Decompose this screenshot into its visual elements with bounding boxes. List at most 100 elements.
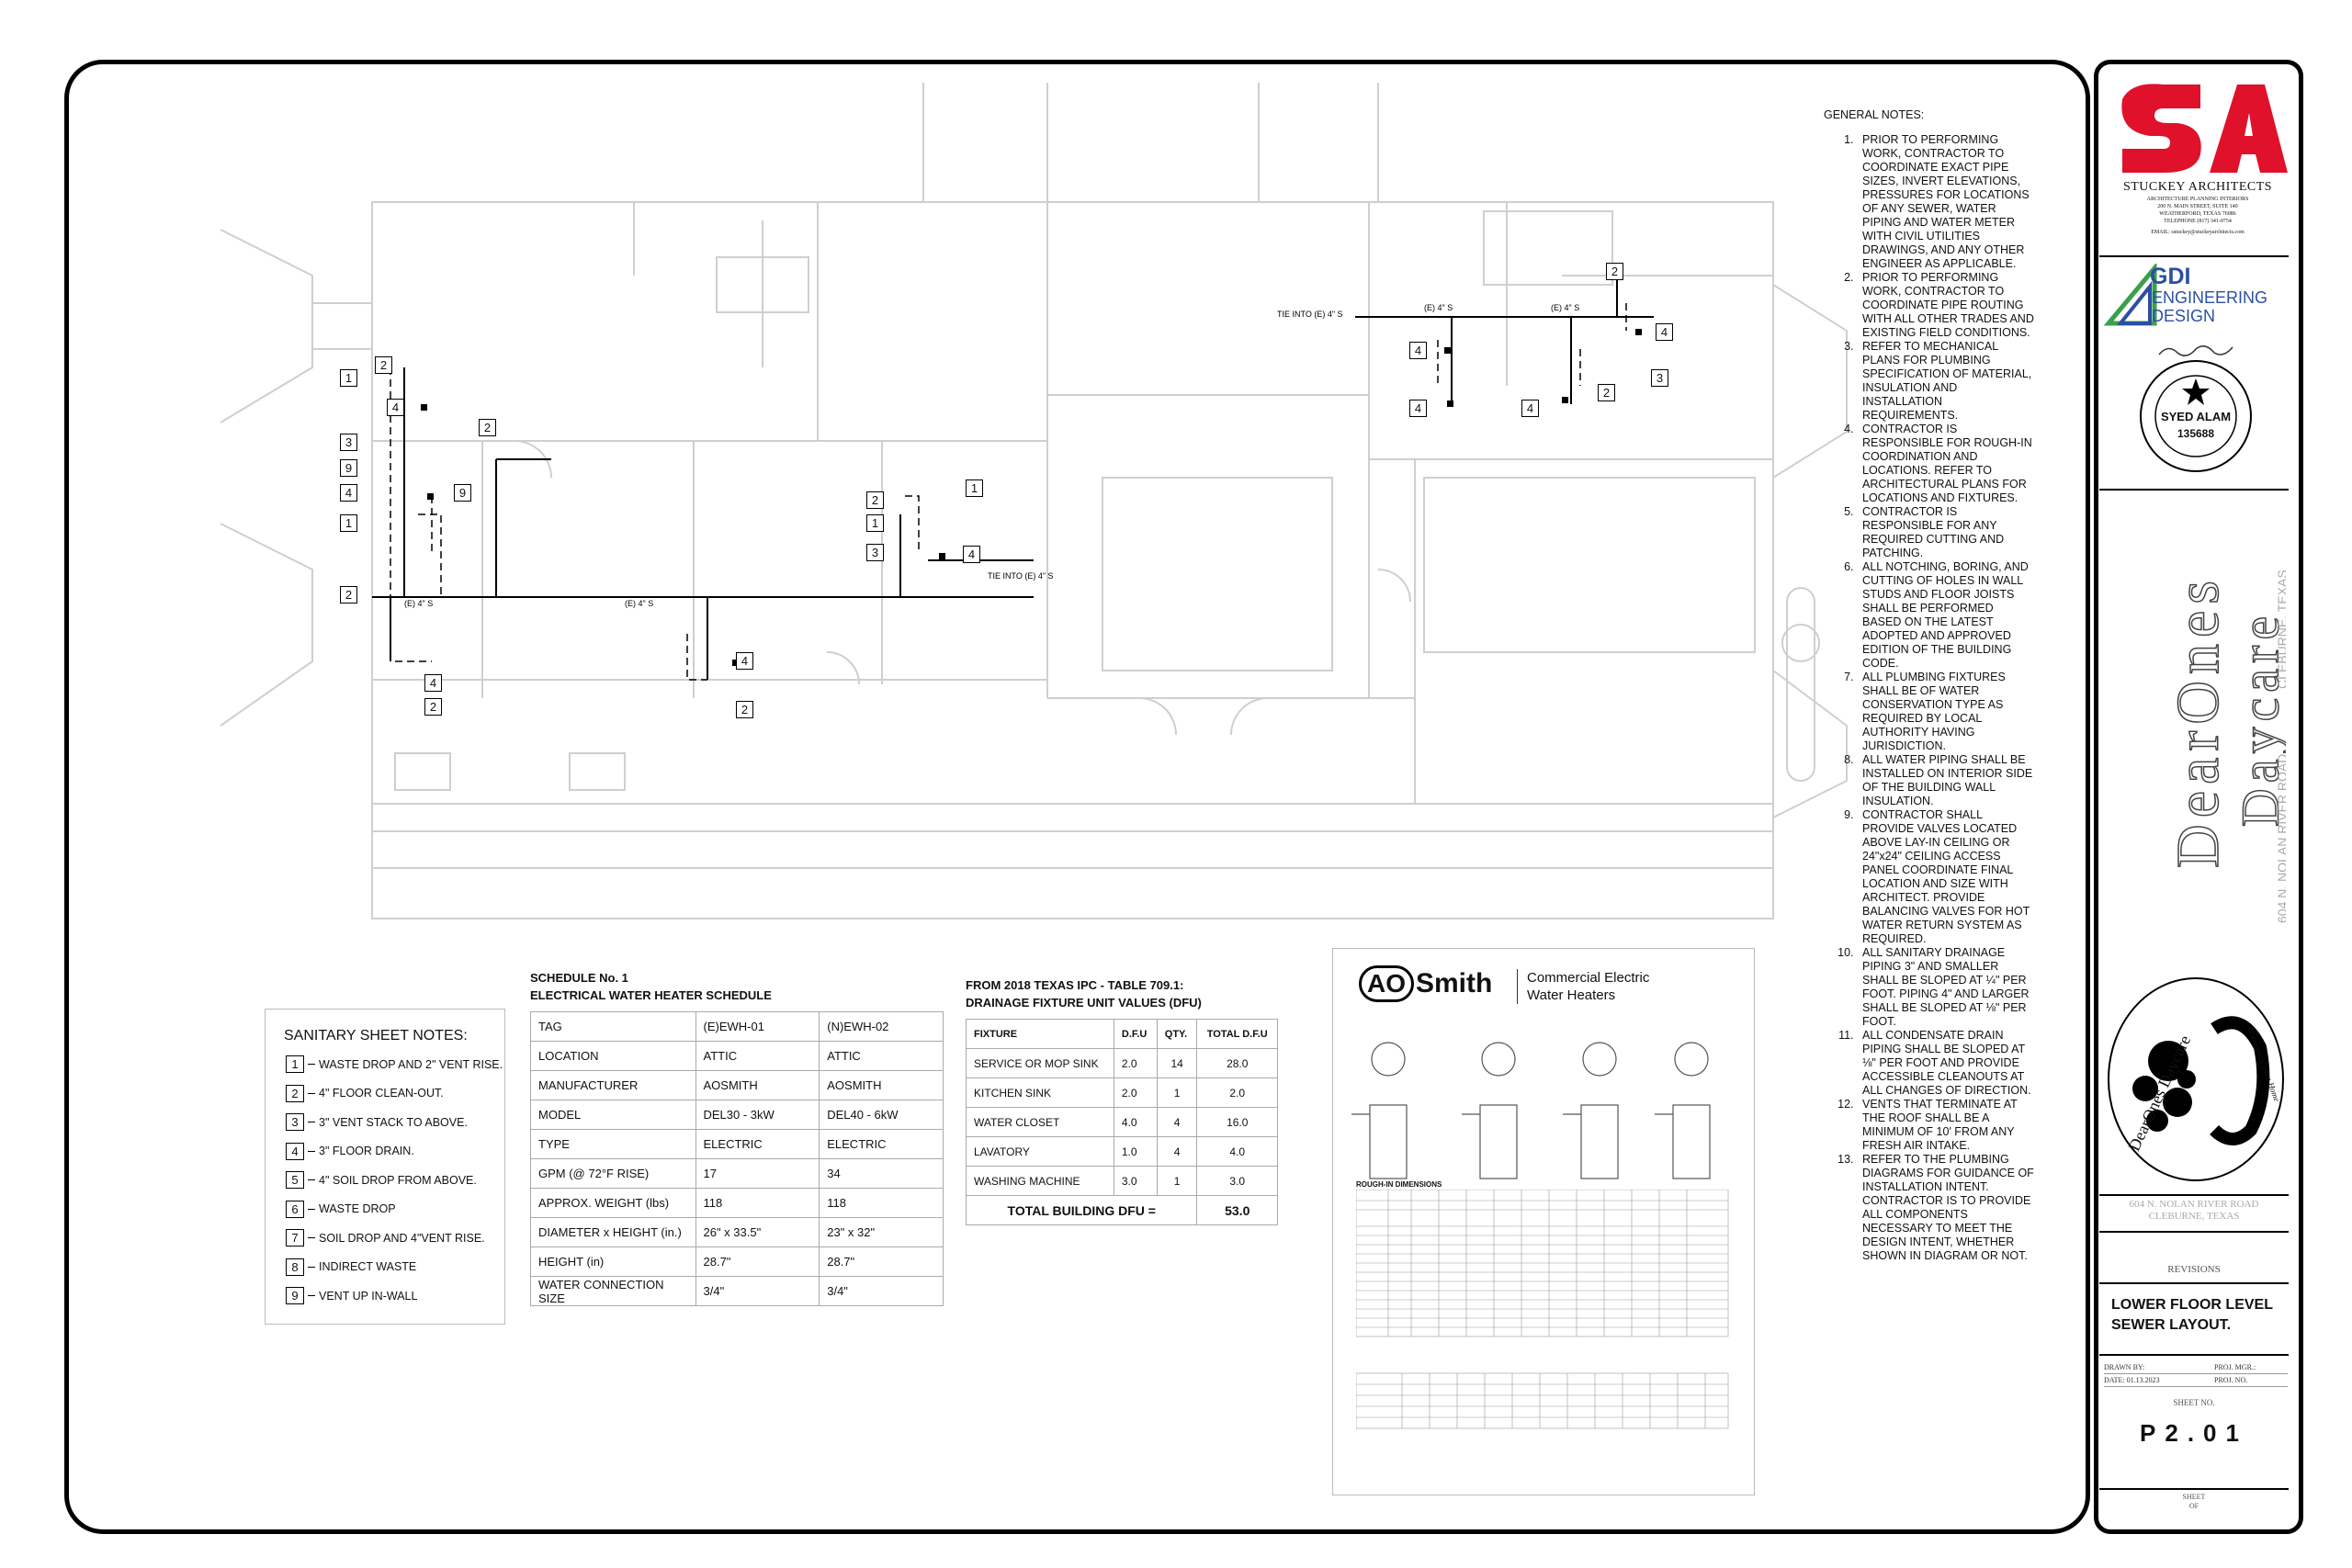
sheet-title: LOWER FLOOR LEVEL SEWER LAYOUT. [2111,1295,2273,1336]
pipe-label: (E) 4" S [625,599,654,608]
tb-divider [2099,1282,2289,1284]
revisions-label: REVISIONS [2167,1264,2221,1275]
firm-email: EMAIL: sstuckey@stuckeyarchitects.com [2151,230,2245,235]
general-note-item: VENTS THAT TERMINATE AT THE ROOF SHALL B… [1857,1098,2035,1153]
proj-no-label: PROJ. NO. [2214,1376,2248,1384]
leader-line [308,1064,315,1066]
table-cell: 3.0 [1196,1166,1278,1196]
tag-1: 1 [340,369,357,387]
general-note-item: ALL NOTCHING, BORING, AND CUTTING OF HOL… [1857,560,2035,671]
gdi-engineering: ENGINEERING [2152,288,2268,307]
tag-2: 2 [866,491,884,509]
leader-line [308,1092,315,1094]
smith-mark: Smith [1416,968,1493,998]
note-number-box: 5 [286,1171,304,1190]
note-text: SOIL DROP AND 4"VENT RISE. [319,1231,485,1245]
table-cell: DIAMETER x HEIGHT (in.) [530,1217,696,1247]
table-row: TAG(E)EWH-01(N)EWH-02 [530,1011,944,1042]
tag-3: 3 [1651,369,1668,387]
drawing-info: DRAWN BY: PROJ. MGR.: DATE: 01.13.2023 P… [2104,1361,2288,1387]
table-cell: 3.0 [1113,1166,1158,1196]
table-cell: DEL40 - 6kW [819,1100,944,1130]
signature-icon [2158,345,2233,356]
table-cell: GPM (@ 72°F RISE) [530,1158,696,1189]
table-cell: 3/4" [695,1276,820,1306]
tag-2: 2 [736,701,753,718]
project-name-line1: DearOnes [2164,573,2233,868]
leader-line [308,1179,315,1181]
tag-2: 2 [424,698,442,716]
tag-4: 4 [387,399,404,416]
address-box: 604 N. NOLAN RIVER ROAD CLEBURNE, TEXAS [2099,1199,2289,1223]
table-cell: 2.0 [1196,1077,1278,1108]
general-note-item: ALL PLUMBING FIXTURES SHALL BE OF WATER … [1857,671,2035,753]
table-cell: 2.0 [1113,1048,1158,1078]
general-note-item: ALL WATER PIPING SHALL BE INSTALLED ON I… [1857,753,2035,808]
leader-line [308,1237,315,1239]
tag-4: 4 [424,674,442,692]
tb-divider [2099,1194,2289,1196]
tag-4: 4 [736,652,753,670]
table-cell: 1 [1156,1077,1198,1108]
table-cell: LAVATORY [966,1136,1114,1167]
note-text: INDIRECT WASTE [319,1260,417,1274]
note-text: 4" FLOOR CLEAN-OUT. [319,1087,444,1100]
table-cell: ELECTRIC [819,1129,944,1159]
spec-tables [1356,1190,1729,1429]
table-cell: 17 [695,1158,820,1189]
total-value: 53.0 [1196,1195,1278,1225]
general-note-item: CONTRACTOR IS RESPONSIBLE FOR ROUGH-IN C… [1857,423,2035,505]
gdi-logo: GDI ENGINEERING DESIGN [2104,262,2292,331]
table-cell: HEIGHT (in) [530,1247,696,1277]
firm-city: WEATHERFORD, TEXAS 76086 [2159,211,2236,217]
table-cell: AOSMITH [695,1070,820,1100]
note-number-box: 8 [286,1258,304,1276]
note-text: 3" FLOOR DRAIN. [319,1145,414,1158]
tag-1: 1 [866,514,884,532]
daycare-logo: DearOnes Daycare Home away from Home [2104,974,2288,1185]
pe-seal: SYED ALAM 135688 [2136,342,2256,479]
table-cell: WATER CONNECTION SIZE [530,1276,696,1306]
spec-product-line1: Commercial Electric [1527,970,1650,986]
pipe-label: (E) 4" S [1551,303,1580,312]
tb-divider [2099,1231,2289,1233]
of-label: OF [2188,1502,2199,1510]
general-notes: GENERAL NOTES: PRIOR TO PERFORMING WORK,… [1824,108,2035,1263]
firm-address: 200 N. MAIN STREET, SUITE 140 [2157,204,2238,209]
sheet-of-label: SHEET [2182,1493,2206,1501]
note-number-box: 6 [286,1200,304,1218]
leader-line [308,1266,315,1268]
general-notes-list: PRIOR TO PERFORMING WORK, CONTRACTOR TO … [1824,133,2035,1263]
tag-3: 3 [340,434,357,451]
firm-sub: ARCHITECTURE PLANNING INTERIORS [2146,197,2249,202]
drawn-by-label: DRAWN BY: [2104,1363,2145,1371]
general-note-item: REFER TO MECHANICAL PLANS FOR PLUMBING S… [1857,340,2035,423]
table-cell: 28.7" [819,1247,944,1277]
tag-4: 4 [340,484,357,502]
tag-4: 4 [1656,323,1673,341]
table-cell: WASHING MACHINE [966,1166,1114,1196]
pipe-label: (E) 4" S [404,599,434,608]
table-cell: 26" x 33.5" [695,1217,820,1247]
gdi-design: DESIGN [2152,307,2216,325]
tag-4: 4 [1409,342,1427,359]
note-text: VENT UP IN-WALL [319,1289,418,1303]
gdi-mark [2104,264,2157,326]
table-cell: 118 [819,1188,944,1218]
column-header: D.F.U [1113,1019,1158,1049]
dfu-schedule: FROM 2018 TEXAS IPC - TABLE 709.1: DRAIN… [965,976,1278,1225]
pipe-label: (E) 4" S [1424,303,1453,312]
